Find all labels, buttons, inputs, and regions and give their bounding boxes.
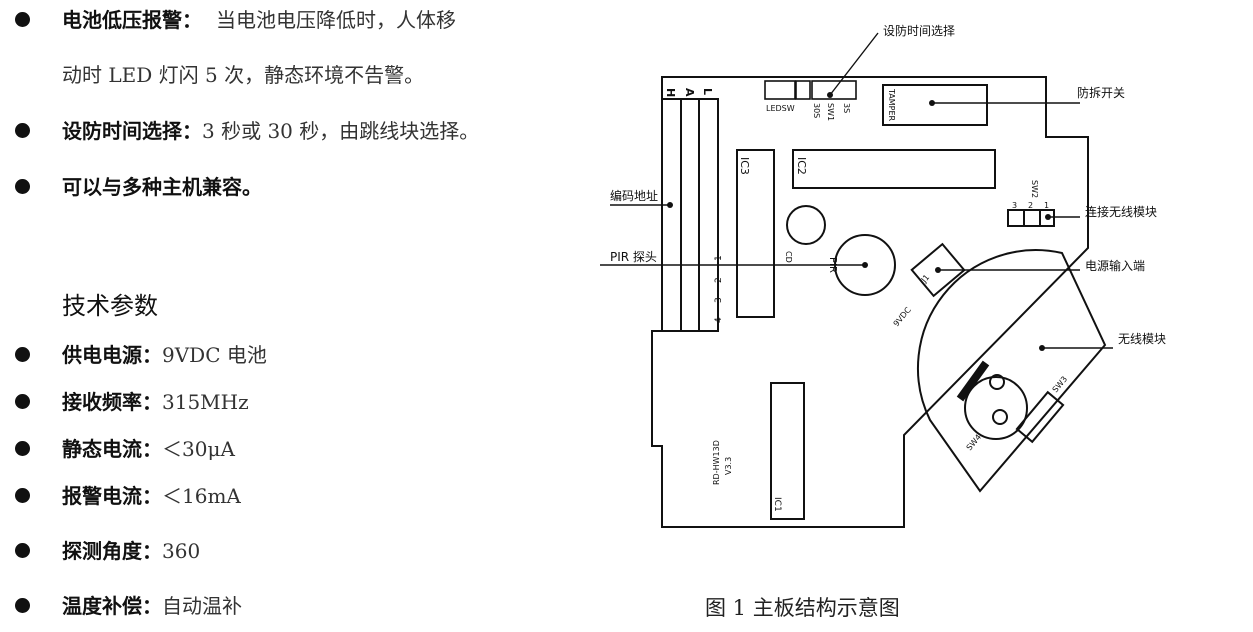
module-connector [964, 376, 1028, 440]
label-3s: 3S [842, 103, 851, 113]
feature-item: 可以与多种主机兼容。 [62, 175, 262, 199]
spec-value: 360 [162, 539, 201, 563]
j1-connector [910, 242, 966, 298]
spec-label: 探测角度： [62, 539, 162, 563]
sw2-pin-3: 3 [1012, 201, 1017, 210]
cd-label: CD [784, 251, 793, 263]
spec-label: 静态电流： [62, 437, 162, 461]
spec-label: 供电电源： [62, 343, 162, 367]
tamper-switch [882, 84, 988, 126]
hal-label-h: H [664, 88, 677, 97]
wireless-module-outline [916, 249, 1107, 493]
spec-item: 报警电流：＜16mA [62, 484, 241, 508]
spec-value: 315MHz [162, 390, 249, 414]
ledsw-block [764, 80, 796, 100]
capacitor [786, 205, 826, 245]
feature-label: 设防时间选择： [62, 119, 202, 143]
feature-item: 电池低压报警： 当电池电压降低时，人体移 [62, 8, 456, 32]
label-sw1: SW1 [826, 103, 835, 121]
specs-heading: 技术参数 [62, 292, 158, 320]
feature-label: 电池低压报警： [62, 8, 202, 32]
ic2-label: IC2 [795, 157, 808, 175]
spec-value: ＜16mA [162, 484, 241, 508]
callout-pir: PIR 探头 [610, 250, 657, 264]
tamper-label: TAMPER [887, 88, 896, 122]
vdc-label: 9VDC [892, 305, 914, 328]
bullet-dot [15, 543, 30, 558]
sw2-label: SW2 [1030, 180, 1039, 198]
j1-label: J1 [919, 273, 931, 285]
sw2-connector [1007, 209, 1055, 227]
sw2-pin-1: 1 [1044, 201, 1049, 210]
callout-wireless-connect: 连接无线模块 [1085, 204, 1157, 219]
spec-value: ＜30μA [162, 437, 235, 461]
pir-board-label: PIR [827, 257, 838, 273]
feature-text: 3 秒或 30 秒，由跳线块选择。 [202, 119, 480, 143]
sw1-block [811, 80, 857, 100]
hal-strip [661, 98, 719, 332]
spec-value: 自动温补 [162, 594, 242, 618]
spec-label: 报警电流： [62, 484, 162, 508]
feature-text: 当电池电压降低时，人体移 [216, 8, 456, 32]
ic3-label: IC3 [738, 157, 751, 175]
spec-item: 静态电流：＜30μA [62, 437, 235, 461]
ic2-chip [792, 149, 996, 189]
ic3-chip [736, 149, 775, 318]
spec-item: 供电电源：9VDC 电池 [62, 343, 267, 367]
ic1-chip [770, 382, 805, 520]
bullet-dot [15, 598, 30, 613]
feature-continuation: 动时 LED 灯闪 5 次，静态环境不告警。 [62, 63, 425, 87]
callout-code-address: 编码地址 [610, 188, 658, 203]
callout-tamper: 防拆开关 [1077, 85, 1125, 100]
version-label: V3.3 [724, 457, 733, 475]
bullet-dot [15, 441, 30, 456]
spec-value: 9VDC 电池 [162, 343, 267, 367]
bullet-dot [15, 394, 30, 409]
feature-label: 可以与多种主机兼容。 [62, 175, 262, 199]
spec-item: 温度补偿：自动温补 [62, 594, 242, 618]
hal-pin-4: 4 [714, 317, 724, 323]
diagram-caption: 图 1 主板结构示意图 [705, 596, 900, 620]
ledsw-label: LEDSW [766, 104, 795, 113]
feature-item: 设防时间选择：3 秒或 30 秒，由跳线块选择。 [62, 119, 479, 143]
bullet-dot [15, 12, 30, 27]
jumper-block [795, 80, 811, 100]
bullet-dot [15, 123, 30, 138]
hal-pin-3: 3 [714, 297, 724, 303]
sw3-switch [1015, 390, 1065, 444]
label-30s: 30S [812, 103, 821, 118]
ic1-label: IC1 [772, 497, 782, 512]
board-diagram: 设防时间选择 防拆开关 编码地址 连接无线模块 PIR 探头 电源输入端 无线模… [600, 23, 1166, 528]
sw2-pin-2: 2 [1028, 201, 1033, 210]
bullet-dot [15, 179, 30, 194]
callout-arm-time: 设防时间选择 [883, 23, 955, 38]
hal-label-l: L [701, 88, 714, 95]
hal-label-a: A [683, 88, 696, 97]
spec-item: 探测角度：360 [62, 539, 200, 563]
callout-wireless-module: 无线模块 [1118, 332, 1166, 346]
callout-power-input: 电源输入端 [1085, 258, 1145, 273]
hal-pin-1: 1 [714, 255, 724, 261]
bullet-dot [15, 488, 30, 503]
model-label: RD-HW13D [712, 440, 721, 485]
spec-label: 接收频率： [62, 390, 162, 414]
board-outline [651, 76, 1089, 528]
hal-pin-2: 2 [714, 277, 724, 283]
bullet-dot [15, 347, 30, 362]
spec-item: 接收频率：315MHz [62, 390, 249, 414]
spec-label: 温度补偿： [62, 594, 162, 618]
